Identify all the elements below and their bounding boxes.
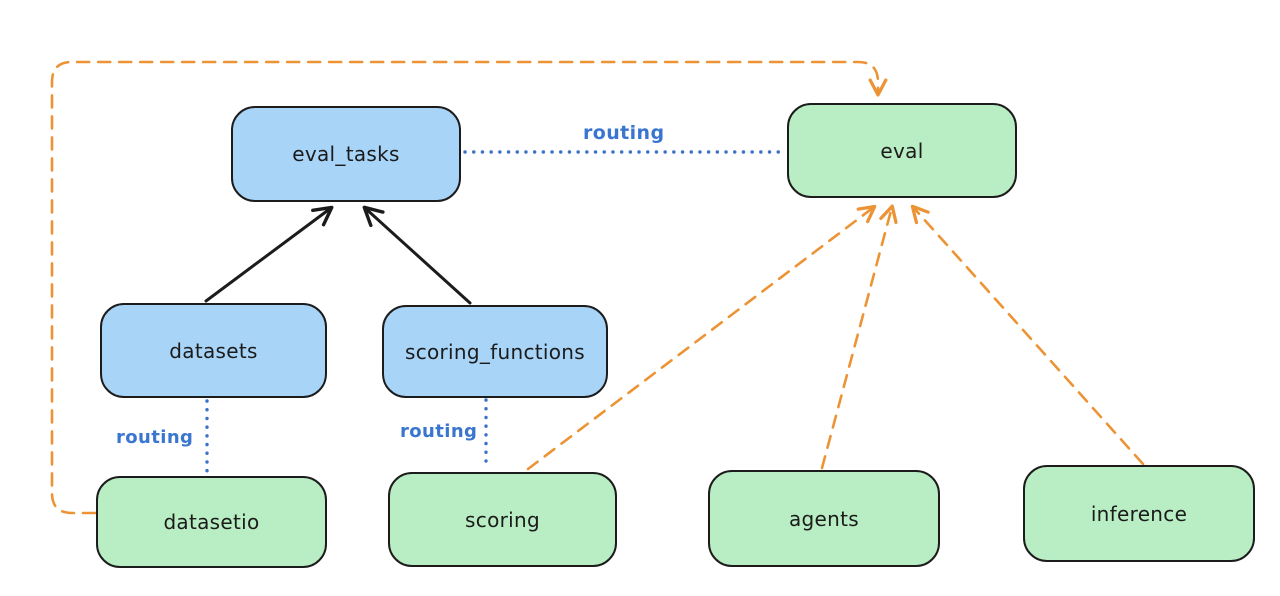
node-inference: inference [1023, 465, 1255, 562]
node-datasets: datasets [100, 303, 327, 398]
node-agents: agents [708, 470, 940, 567]
node-datasets-label: datasets [169, 338, 258, 363]
edge-label-routing-scoring-functions-scoring: routing [400, 421, 478, 442]
arrow-scoring-functions-to-eval-tasks [362, 205, 472, 305]
node-scoring: scoring [388, 472, 617, 567]
arrow-scoring-to-eval [526, 204, 877, 471]
node-datasetio: datasetio [96, 476, 327, 568]
node-scoring-functions: scoring_functions [382, 305, 608, 398]
arrow-datasetio-to-eval-loop [50, 60, 888, 515]
edge-label-routing-datasets-datasetio: routing [116, 427, 194, 448]
arrow-datasets-to-eval-tasks [204, 205, 334, 303]
node-eval-tasks: eval_tasks [231, 106, 461, 202]
edge-label-routing-eval-tasks-eval: routing [583, 122, 665, 144]
node-datasetio-label: datasetio [163, 510, 260, 534]
node-scoring-label: scoring [465, 507, 540, 532]
node-eval-tasks-label: eval_tasks [292, 142, 400, 166]
node-agents-label: agents [789, 506, 859, 531]
node-eval: eval [787, 103, 1017, 198]
node-inference-label: inference [1090, 501, 1188, 526]
arrow-agents-to-eval [820, 204, 898, 470]
arrow-inference-to-eval [910, 204, 1145, 466]
node-scoring-functions-label: scoring_functions [404, 339, 586, 364]
node-eval-label: eval [880, 138, 924, 163]
